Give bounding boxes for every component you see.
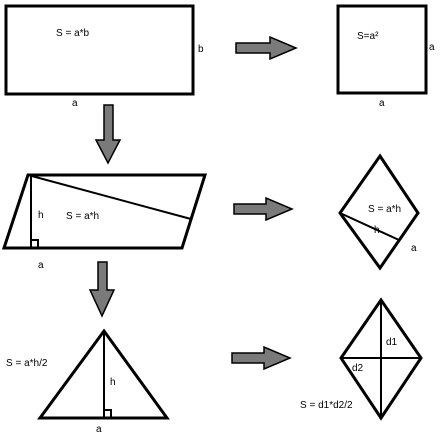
rhombus-bottom-d2-label: d2 — [352, 363, 364, 374]
square-shape — [336, 4, 428, 95]
parallelogram-base-label: a — [38, 260, 44, 271]
rectangle-side-a-label: a — [72, 98, 78, 109]
arrow-parallelogram-to-rhombus — [233, 196, 294, 222]
arrow-parallelogram-to-triangle — [88, 261, 116, 318]
rhombus-bottom-figure: d1 d2 S = d1*d2/2 — [300, 297, 423, 421]
rhombus-top-side-label: a — [411, 243, 417, 254]
rhombus-bottom-formula: S = d1*d2/2 — [300, 400, 353, 411]
parallelogram-formula: S = a*h — [66, 211, 99, 222]
square-side-bottom-label: a — [379, 98, 385, 109]
parallelogram-right-angle-mark — [31, 239, 39, 248]
triangle-height-label: h — [110, 377, 116, 388]
rectangle-figure: S = a*b b a — [4, 4, 204, 109]
triangle-formula: S = a*h/2 — [6, 358, 48, 369]
triangle-right-angle-mark — [104, 409, 112, 418]
rhombus-top-formula: S = a*h — [368, 204, 401, 215]
parallelogram-figure: h S = a*h a — [1, 173, 208, 271]
parallelogram-height-label: h — [38, 210, 44, 221]
rhombus-top-height-line — [339, 212, 400, 241]
parallelogram-shape — [1, 173, 208, 250]
arrow-triangle-to-rhombus — [231, 345, 292, 371]
arrow-rectangle-to-square — [235, 35, 298, 61]
rhombus-bottom-d1-label: d1 — [386, 337, 398, 348]
rectangle-shape — [4, 4, 195, 96]
parallelogram-diagonal-line — [27, 174, 192, 220]
square-figure: S=a² a a — [336, 4, 435, 109]
square-side-right-label: a — [429, 42, 435, 53]
arrow-rectangle-to-parallelogram — [94, 104, 122, 165]
rectangle-formula: S = a*b — [56, 28, 90, 39]
triangle-base-label: a — [96, 424, 102, 435]
square-formula: S=a² — [357, 31, 379, 42]
rhombus-top-figure: S = a*h h a — [338, 153, 420, 271]
rhombus-top-height-label: h — [374, 225, 380, 236]
rectangle-side-b-label: b — [198, 44, 204, 55]
triangle-figure: S = a*h/2 h a — [6, 328, 170, 435]
parallelogram-cut-line — [190, 174, 206, 220]
